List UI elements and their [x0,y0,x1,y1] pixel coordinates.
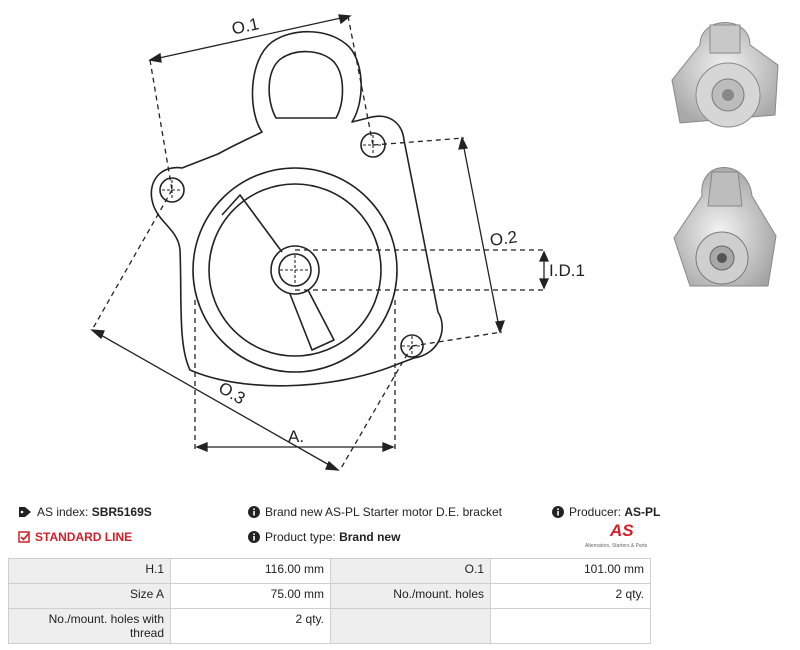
as-index-value: SBR5169S [91,505,152,519]
spec-label: H.1 [8,558,171,584]
dim-label-o2: O.2 [489,227,519,250]
table-row: Size A 75.00 mm No./mount. holes 2 qty. [8,583,651,609]
product-photo-front [673,167,777,287]
spec-value: 116.00 mm [170,558,331,584]
dim-label-o3: O.3 [215,378,248,408]
mount-hole-bottom-right [400,334,424,358]
logo-tagline: Alternators, Starters & Parts [585,543,648,549]
as-index: AS index: SBR5169S [18,505,152,519]
check-square-icon [18,531,30,543]
shaft-inner [278,253,312,287]
spec-value: 2 qty. [170,608,331,644]
spec-label: Size A [8,583,171,609]
body-inner-circle [208,183,382,357]
dim-label-o1: O.1 [230,14,261,38]
spec-label: O.1 [330,558,491,584]
spec-label: No./mount. holes with thread [8,608,171,644]
standard-line: STANDARD LINE [18,530,132,544]
as-index-label: AS index: [37,505,89,519]
dim-label-id1: I.D.1 [549,261,585,280]
product-type-label: Product type: [265,530,336,544]
body-outer-circle [192,167,398,373]
table-row: H.1 116.00 mm O.1 101.00 mm [8,558,651,584]
technical-drawing: O.1 O.2 I.D.1 O.3 A. [90,14,585,471]
producer: Producer: AS-PL [552,505,660,519]
logo-mark: AS [610,521,634,540]
shaft-outer [270,245,320,295]
info-circle-icon [248,531,260,543]
product-description: Brand new AS-PL Starter motor D.E. brack… [248,505,502,519]
producer-value: AS-PL [624,505,661,519]
table-row: No./mount. holes with thread 2 qty. [8,608,651,644]
description-text: Brand new AS-PL Starter motor D.E. brack… [265,505,502,519]
pinion-window [221,194,335,351]
mount-hole-left [159,177,185,203]
product-photo-rear [671,22,779,128]
spec-value [490,608,651,644]
spec-table: H.1 116.00 mm O.1 101.00 mm Size A 75.00… [8,558,651,644]
bracket-outline [150,30,443,387]
top-loop-inner [268,50,344,119]
spec-value: 2 qty. [490,583,651,609]
spec-value: 75.00 mm [170,583,331,609]
brand-logo: AS Alternators, Starters & Parts [585,521,650,553]
product-type: Product type: Brand new [248,530,400,544]
dim-label-a: A. [288,427,304,446]
product-type-value: Brand new [339,530,401,544]
spec-label [330,608,491,644]
mount-hole-top-right [360,132,386,158]
info-circle-icon [248,506,260,518]
spec-value: 101.00 mm [490,558,651,584]
standard-line-label: STANDARD LINE [35,530,133,544]
info-circle-icon [552,506,564,518]
tag-icon [19,507,31,517]
producer-label: Producer: [569,505,622,519]
spec-label: No./mount. holes [330,583,491,609]
